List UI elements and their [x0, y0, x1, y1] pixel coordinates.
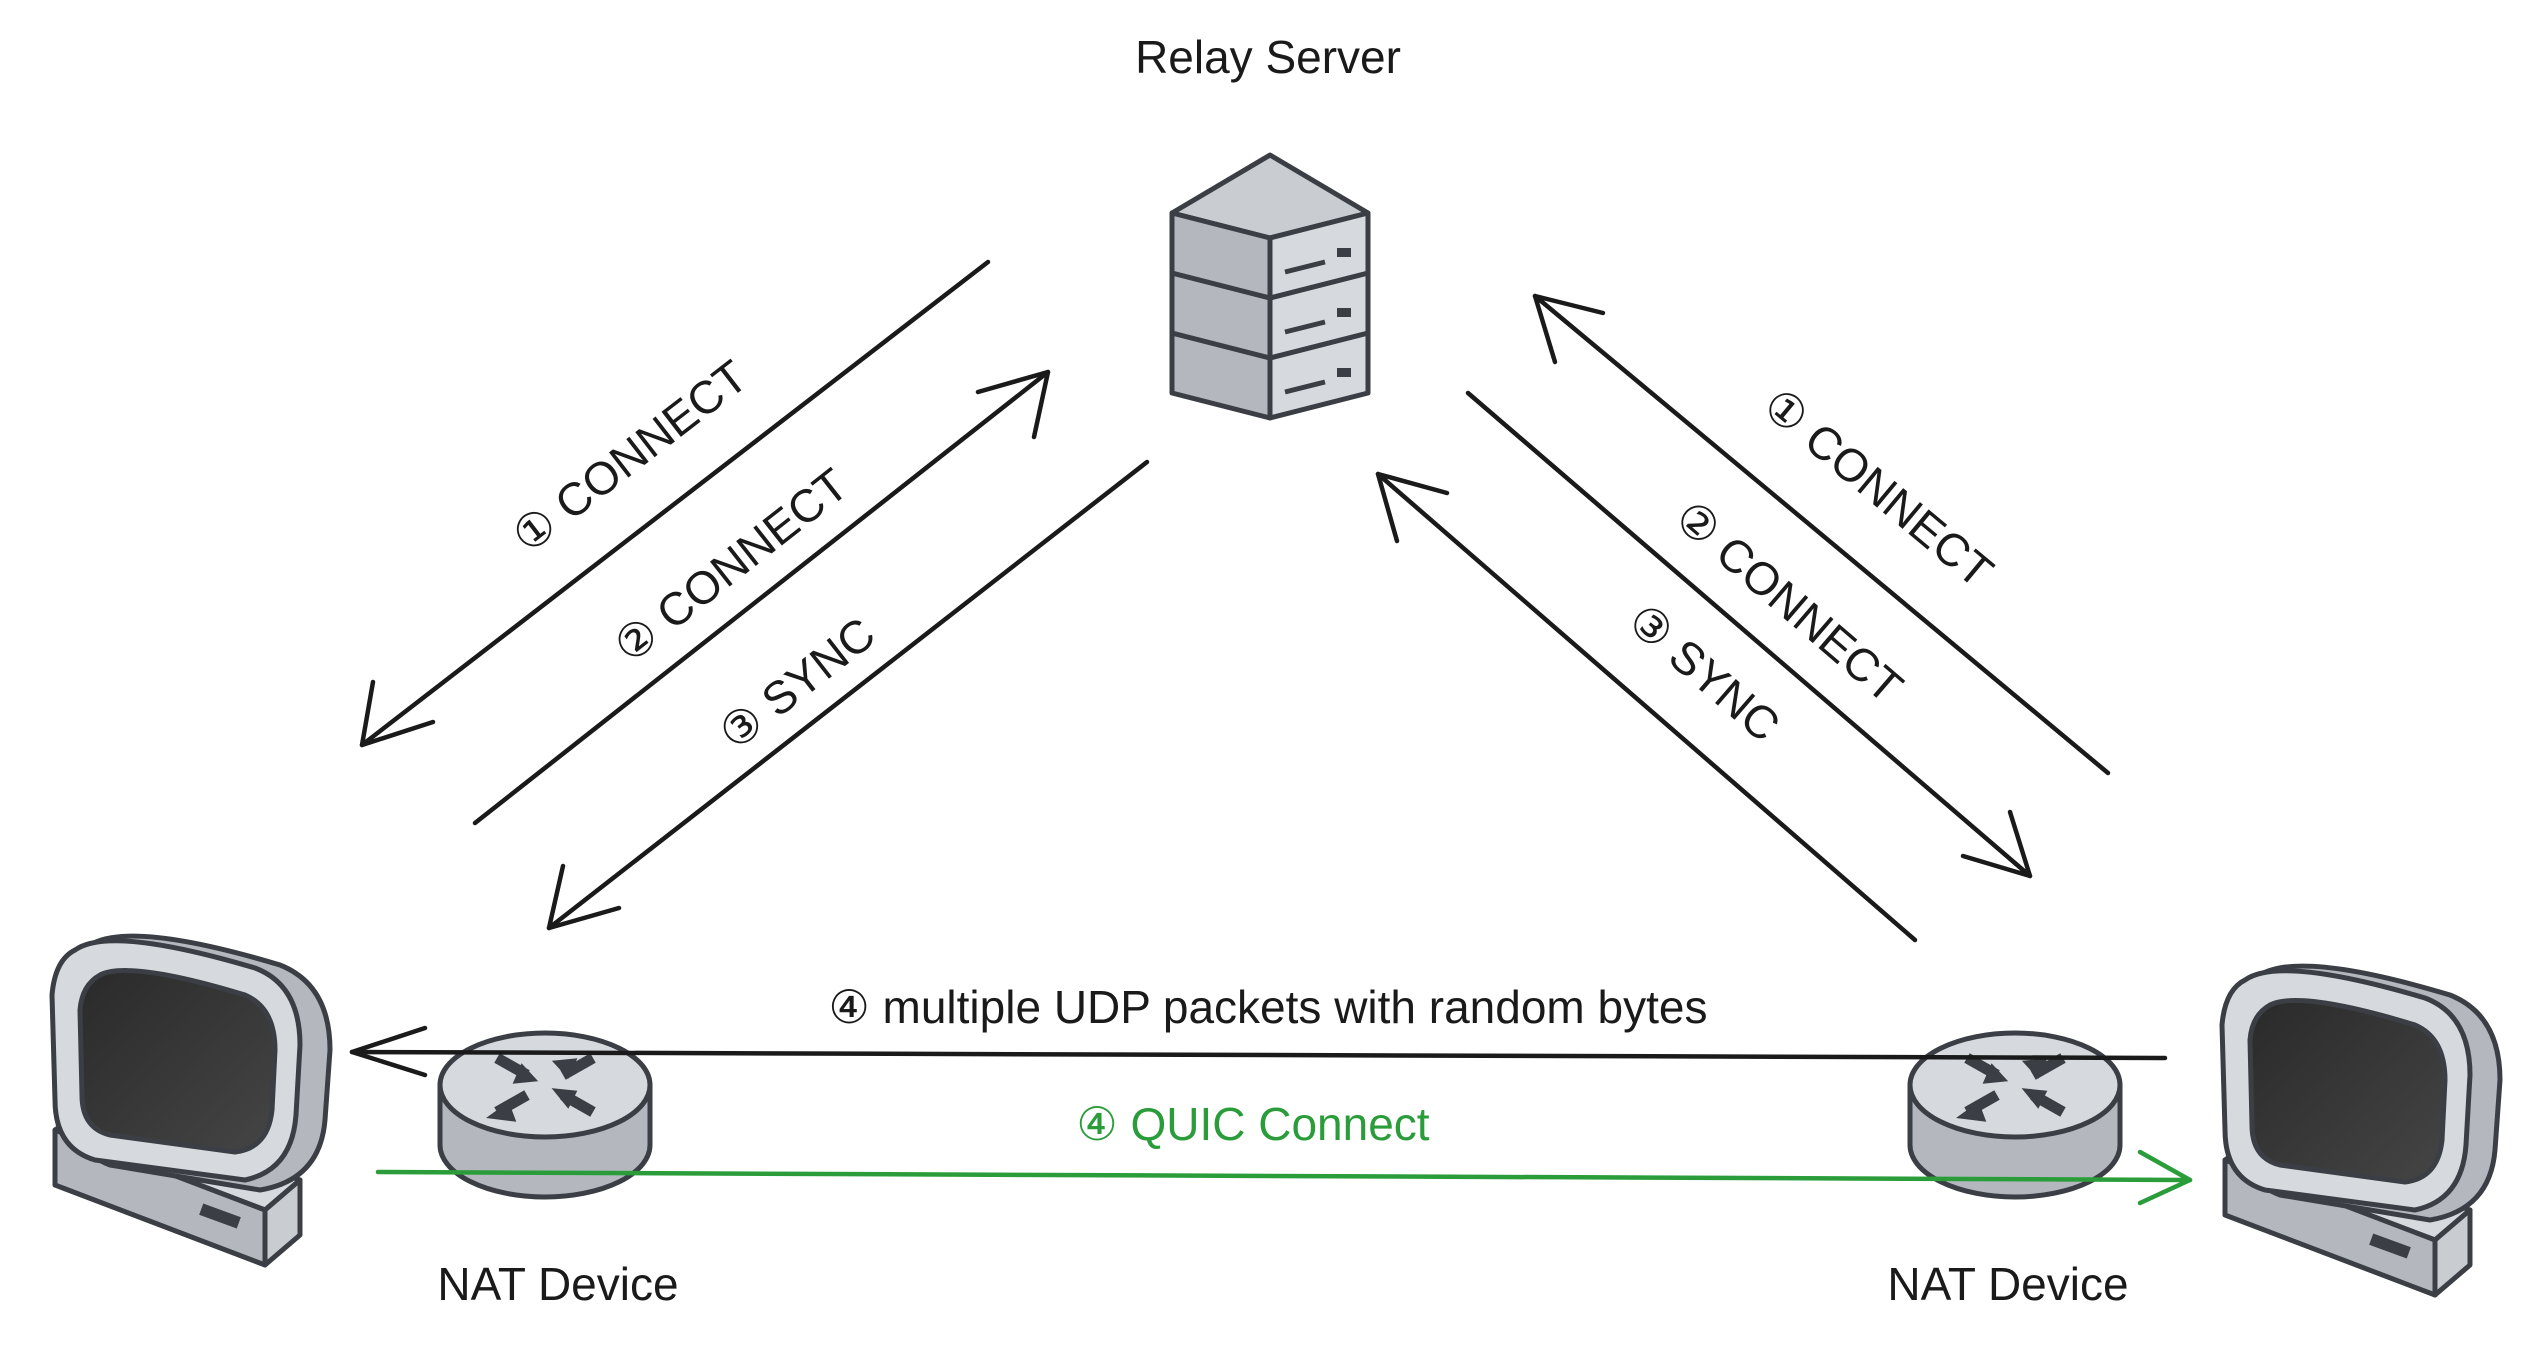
- quic-connect-arrow: [375, 1149, 2193, 1206]
- right-connect-1-arrow: [1532, 293, 2111, 776]
- left-connect-1-label: ① CONNECT: [502, 350, 757, 563]
- udp-packets-label: ④ multiple UDP packets with random bytes: [829, 981, 1708, 1033]
- left-connect-1-arrow: [359, 259, 991, 748]
- left-computer-icon: [49, 933, 333, 1268]
- left-connect-2-arrow: [472, 369, 1051, 826]
- right-connect-1-label: ① CONNECT: [1754, 378, 2004, 598]
- right-sync-3-label: ③ SYNC: [1618, 593, 1789, 751]
- right-nat-device-label: NAT Device: [1887, 1258, 2128, 1310]
- left-nat-device-label: NAT Device: [437, 1258, 678, 1310]
- right-connect-2-arrow: [1465, 390, 2033, 879]
- udp-packets-arrow: [349, 1025, 2168, 1078]
- right-computer-icon: [2219, 963, 2503, 1298]
- relay-server-label: Relay Server: [1135, 31, 1401, 83]
- left-router-icon: [437, 1030, 653, 1200]
- left-sync-3-arrow: [546, 459, 1150, 931]
- right-sync-3-arrow: [1375, 471, 1918, 943]
- quic-connect-label: ④ QUIC Connect: [1076, 1098, 1429, 1150]
- relay-server-icon: [1169, 152, 1371, 421]
